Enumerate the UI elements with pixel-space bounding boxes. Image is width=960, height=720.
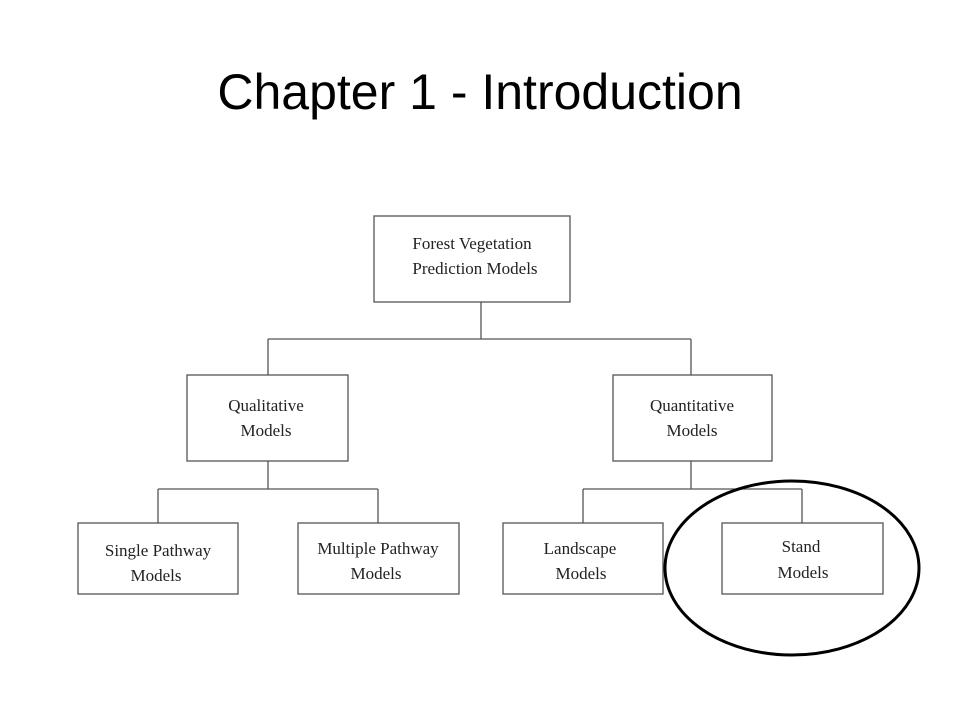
node-landscape-models: Landscape Models (502, 522, 664, 595)
node-qualitative-models: Qualitative Models (186, 374, 349, 462)
node-multiple-pathway-models: Multiple Pathway Models (297, 522, 460, 595)
node-label-line2: Models (556, 564, 607, 583)
node-box (77, 522, 239, 595)
node-label-line1: Stand (782, 537, 821, 556)
node-label-line2: Models (667, 421, 718, 440)
node-label-line1: Single Pathway (105, 541, 212, 560)
node-label-line2: Models (131, 566, 182, 585)
node-label-line1: Forest Vegetation (412, 234, 532, 253)
node-box (612, 374, 773, 462)
slide-title: Chapter 1 - Introduction (217, 64, 743, 120)
node-label-line2: Prediction Models (412, 259, 537, 278)
node-label-line2: Models (778, 563, 829, 582)
node-stand-models: Stand Models (721, 522, 884, 595)
node-label-line1: Multiple Pathway (317, 539, 439, 558)
node-box (502, 522, 664, 595)
node-label-line1: Qualitative (228, 396, 304, 415)
node-label-line1: Landscape (544, 539, 617, 558)
node-box (721, 522, 884, 595)
connectors (157, 302, 803, 523)
node-label-line2: Models (351, 564, 402, 583)
node-quantitative-models: Quantitative Models (612, 374, 773, 462)
node-single-pathway-models: Single Pathway Models (77, 522, 239, 595)
node-label-line2: Models (241, 421, 292, 440)
node-box (186, 374, 349, 462)
highlight-circle (663, 479, 921, 657)
node-label-line1: Quantitative (650, 396, 734, 415)
node-box (297, 522, 460, 595)
node-forest-vegetation-prediction-models: Forest Vegetation Prediction Models (373, 215, 571, 303)
node-box (373, 215, 571, 303)
